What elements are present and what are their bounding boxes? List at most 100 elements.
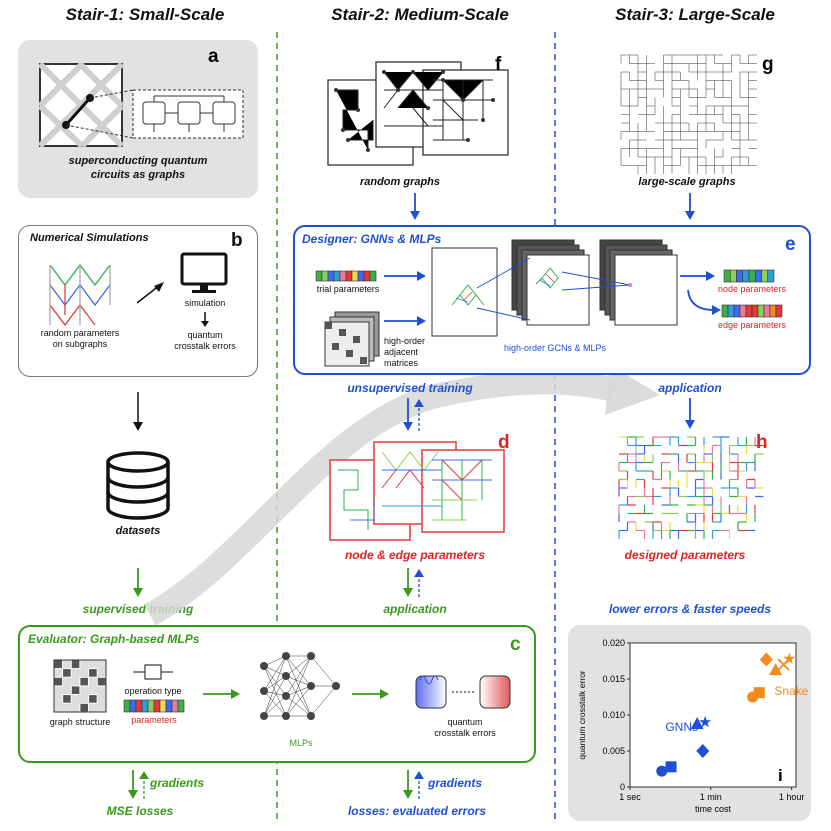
gradients-mid-label: gradients — [428, 776, 483, 790]
panel-h-caption: designed parameters — [624, 548, 746, 562]
data-point-square — [753, 687, 765, 699]
x-tick-label: 1 sec — [619, 792, 641, 802]
parameters-label: parameters — [131, 715, 177, 725]
y-tick-label: 0.010 — [602, 710, 625, 720]
stair2-title: Stair-2: Medium-Scale — [331, 5, 509, 24]
arrow-trial-icon — [384, 271, 426, 281]
losses-evaluated-label: losses: evaluated errors — [347, 804, 487, 818]
panel-c-letter: c — [510, 634, 521, 655]
scatter-chart: 0 0.005 0.010 0.015 0.020 1 sec 1 min 1 hour tim… — [577, 638, 809, 814]
node-parameter-bar — [723, 269, 775, 283]
designed-graphs-illustration: d — [329, 432, 510, 541]
y-tick-label: 0.020 — [602, 638, 625, 648]
panel-b-out-label: quantum crosstalk errors — [174, 330, 236, 351]
data-point-triangle — [690, 717, 704, 730]
adjacent-matrices-label: high-order adjacent matrices — [384, 336, 426, 368]
mse-losses-label: MSE losses — [106, 804, 174, 818]
panel-i-letter: i — [778, 766, 783, 785]
arrow-e-h-icon — [685, 398, 695, 429]
stair3-title: Stair-3: Large-Scale — [615, 5, 775, 24]
gcn-label: high-order GCNs & MLPs — [503, 343, 607, 353]
panel-a-letter: a — [208, 46, 219, 67]
unsupervised-training-label: unsupervised training — [347, 381, 473, 395]
panel-h-letter: h — [756, 432, 768, 453]
trial-parameters-label: trial parameters — [316, 284, 380, 294]
application-mid-label: application — [383, 602, 447, 616]
arrow-from-mlp-icon — [352, 689, 389, 699]
x-axis-label: time cost — [695, 804, 732, 814]
panel-b-left-caption: random parameters on subgraphs — [40, 328, 120, 349]
y-axis-label: quantum crosstalk error — [577, 670, 587, 759]
arrow-b-to-datasets-icon — [133, 392, 143, 431]
edge-parameter-bar — [721, 304, 783, 318]
trial-parameter-bar — [315, 270, 377, 282]
arrow-matrix-icon — [384, 316, 426, 326]
panel-g-caption: large-scale graphs — [638, 176, 736, 188]
mlps-label: MLPs — [289, 738, 313, 748]
stair1-title: Stair-1: Small-Scale — [65, 5, 225, 24]
arrow-down-small-icon — [201, 312, 209, 327]
arrow-to-simulation-icon — [136, 282, 164, 304]
arrow-f-to-e-icon — [410, 193, 420, 220]
adjacent-matrices-icon — [324, 311, 380, 367]
x-tick-label: 1 min — [700, 792, 722, 802]
arrow-supervised-icon — [133, 568, 143, 597]
graph-structure-label: graph structure — [49, 717, 111, 727]
gradient-arrows-mid-icon — [403, 770, 424, 799]
data-point-square — [665, 761, 677, 773]
datasets-label: datasets — [115, 525, 161, 537]
panel-b-sim-label: simulation — [184, 298, 226, 308]
application-top-label: application — [658, 381, 722, 395]
parameter-bar — [123, 699, 185, 713]
subgraph-illustration — [49, 263, 111, 327]
data-point-star — [783, 652, 796, 664]
data-point-diamond — [696, 744, 710, 758]
data-point-star — [699, 715, 712, 728]
monitor-icon — [180, 252, 228, 293]
panel-c-out-label: quantum crosstalk errors — [434, 717, 496, 738]
graph-structure-matrix — [53, 659, 107, 713]
arrow-edge-icon — [687, 289, 721, 315]
y-tick-label: 0 — [620, 782, 625, 792]
operation-type-label: operation type — [124, 686, 182, 696]
data-point-circle — [656, 765, 668, 777]
gradient-arrows-left-icon — [128, 770, 149, 799]
circuit-graph-illustration: a — [37, 46, 244, 149]
mlp-network-icon — [260, 652, 340, 720]
panel-g-letter: g — [762, 54, 774, 75]
panel-d-letter: d — [498, 432, 510, 453]
panel-c-title: Evaluator: Graph-based MLPs — [28, 632, 200, 646]
panel-b-letter: b — [231, 230, 243, 251]
panel-i-header: lower errors & faster speeds — [608, 602, 772, 616]
arrow-node-icon — [680, 271, 715, 281]
series-label-gnns: GNNs — [665, 720, 698, 734]
panel-b-title: Numerical Simulations — [30, 232, 149, 244]
crosstalk-qubits-icon — [415, 675, 511, 709]
panel-d-caption: node & edge parameters — [344, 548, 486, 562]
y-tick-label: 0.015 — [602, 674, 625, 684]
large-graph-illustration: g — [620, 54, 774, 174]
arrow-g-to-e-icon — [685, 193, 695, 220]
arrows-d-c-icon — [403, 568, 424, 597]
x-tick-label: 1 hour — [779, 792, 805, 802]
panel-f-letter: f — [495, 54, 502, 75]
panel-b — [18, 225, 258, 377]
panel-e-title: Designer: GNNs & MLPs — [302, 232, 442, 246]
gcn-layers-illustration — [431, 239, 678, 337]
edge-parameters-label: edge parameters — [717, 320, 787, 330]
arrows-e-d-icon — [403, 398, 424, 431]
data-point-triangle — [769, 663, 783, 676]
panel-f-caption: random graphs — [359, 176, 441, 188]
arrow-to-mlp-icon — [203, 689, 240, 699]
panel-a-caption: superconducting quantum circuits as grap… — [68, 155, 208, 181]
node-parameters-label: node parameters — [717, 284, 787, 294]
y-tick-label: 0.005 — [602, 746, 625, 756]
series-label-snake: Snake — [774, 684, 808, 698]
data-point-diamond — [759, 652, 773, 667]
panel-e-letter: e — [785, 234, 796, 255]
plot-area — [629, 642, 797, 788]
database-icon — [106, 451, 170, 520]
gradients-left-label: gradients — [150, 776, 205, 790]
operation-type-symbol — [133, 664, 173, 680]
random-graphs-illustration: f — [327, 54, 509, 166]
